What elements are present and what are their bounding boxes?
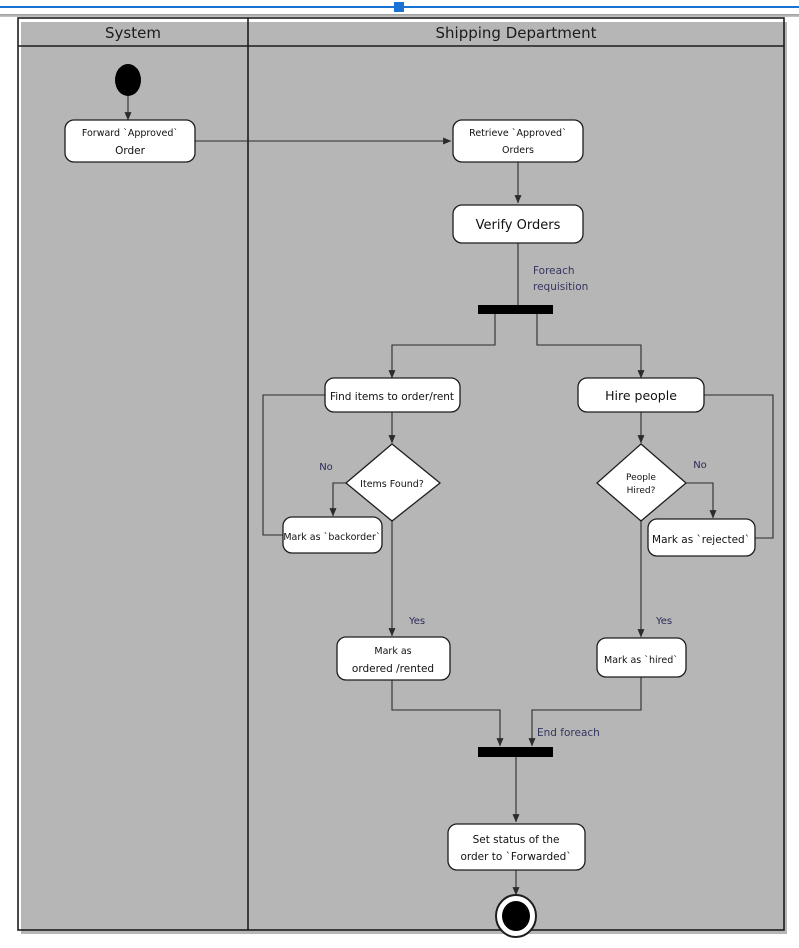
- edge-ordered-to-join: [391, 680, 504, 747]
- action-retrieve-approved-orders[interactable]: Retrieve `Approved` Orders: [452, 119, 584, 163]
- join-bar[interactable]: [478, 747, 553, 757]
- action-verify-label: Verify Orders: [476, 218, 561, 233]
- action-forward-line2: Order: [115, 145, 146, 157]
- edge-items-no-to-backorder: [329, 482, 348, 517]
- action-set-status-line1: Set status of the: [473, 834, 560, 846]
- initial-node[interactable]: [115, 64, 141, 96]
- swimlane-label-shipping: Shipping Department: [436, 24, 597, 42]
- swimlane-label-system: System: [105, 24, 161, 42]
- edge-fork-to-find-items: [388, 313, 496, 379]
- edge-fork-to-hire-people: [536, 313, 645, 379]
- label-foreach-line1: Foreach: [533, 265, 575, 277]
- guard-label-yes-right: Yes: [655, 616, 672, 627]
- action-mark-ordered-line1: Mark as: [374, 646, 411, 657]
- action-mark-backorder-label: Mark as `backorder`: [283, 532, 380, 543]
- decision-people-hired-line2: Hired?: [627, 486, 656, 496]
- action-find-items-to-order-rent[interactable]: Find items to order/rent: [324, 377, 461, 413]
- edge-hired-to-join: [528, 677, 642, 747]
- edges: [124, 95, 774, 896]
- action-mark-as-hired[interactable]: Mark as `hired`: [596, 637, 687, 678]
- action-find-items-label: Find items to order/rent: [330, 391, 454, 403]
- action-mark-as-ordered-rented[interactable]: Mark as ordered /rented: [336, 636, 451, 681]
- decision-items-found-label: Items Found?: [360, 479, 424, 490]
- final-node[interactable]: [495, 894, 537, 938]
- fork-bar[interactable]: [478, 305, 553, 314]
- action-retrieve-line2: Orders: [502, 145, 534, 156]
- guard-label-yes-left: Yes: [408, 616, 425, 627]
- guard-label-no-right: No: [693, 460, 707, 471]
- resize-handle-top[interactable]: [394, 2, 404, 12]
- swimlane-frame: [17, 17, 785, 931]
- edge-hired-no-to-rejected: [685, 482, 717, 519]
- action-mark-hired-label: Mark as `hired`: [604, 655, 678, 666]
- swimlane-header-shipping: Shipping Department: [436, 24, 597, 42]
- action-mark-ordered-line2: ordered /rented: [352, 663, 434, 675]
- decision-items-found[interactable]: Items Found?: [344, 443, 442, 522]
- edge-rejected-loop-to-hire: [658, 391, 774, 539]
- swimlane-header-system: System: [105, 24, 161, 42]
- action-forward-approved-order[interactable]: Forward `Approved` Order: [64, 119, 196, 163]
- action-hire-people-label: Hire people: [605, 388, 677, 403]
- decision-people-hired-line1: People: [626, 473, 656, 483]
- action-hire-people[interactable]: Hire people: [577, 377, 705, 413]
- label-end-foreach: End foreach: [537, 727, 600, 739]
- action-retrieve-line1: Retrieve `Approved`: [469, 128, 567, 139]
- decision-people-hired[interactable]: People Hired?: [596, 443, 687, 522]
- action-mark-rejected-label: Mark as `rejected`: [652, 534, 750, 546]
- action-set-status-line2: order to `Forwarded`: [460, 851, 571, 863]
- action-set-status-forwarded[interactable]: Set status of the order to `Forwarded`: [447, 823, 586, 871]
- guard-label-no-left: No: [319, 462, 333, 473]
- action-mark-as-rejected[interactable]: Mark as `rejected`: [647, 518, 756, 557]
- action-forward-line1: Forward `Approved`: [82, 128, 178, 139]
- edge-labels: Foreach requisition No No Yes Yes End fo…: [319, 265, 707, 739]
- label-foreach-line2: requisition: [533, 281, 588, 293]
- horizontal-rule: [0, 14, 799, 17]
- action-verify-orders[interactable]: Verify Orders: [452, 204, 584, 244]
- edge-backorder-loop-to-find-items: [262, 391, 376, 536]
- action-mark-as-backorder[interactable]: Mark as `backorder`: [282, 516, 383, 554]
